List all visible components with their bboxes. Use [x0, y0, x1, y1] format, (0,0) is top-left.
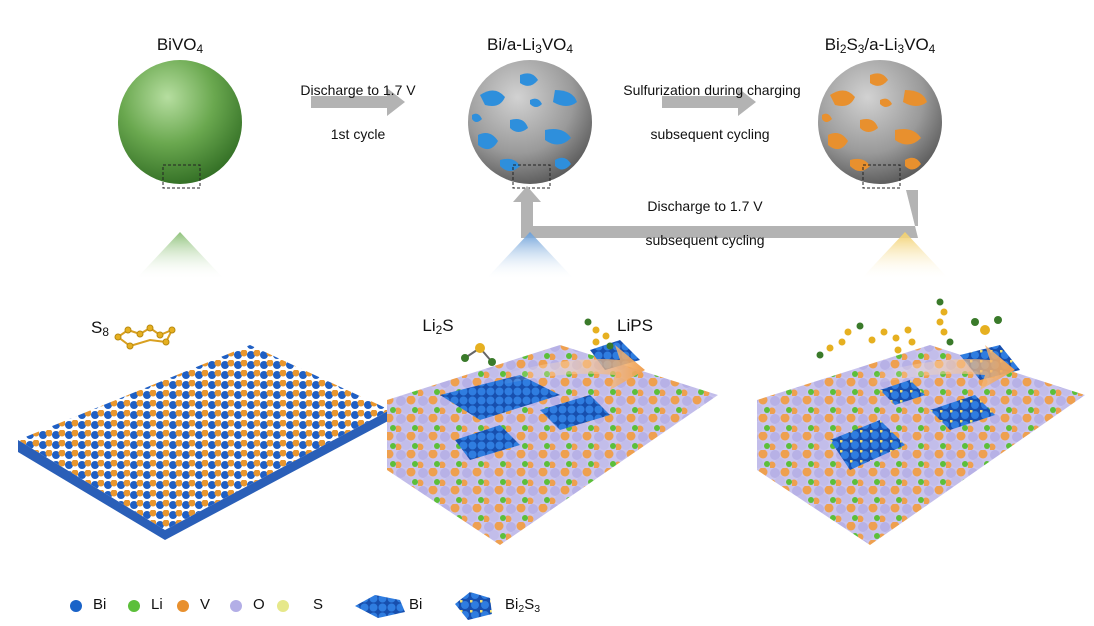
- first-arrow-top-text: Discharge to 1.7 V: [300, 82, 416, 98]
- bivo4-sphere: [118, 60, 242, 189]
- li2s-label: Li2S: [422, 316, 454, 337]
- yellow-projection: [860, 232, 950, 280]
- sulfurization-arrow: [662, 88, 756, 116]
- legend-bi-atom: Bi: [93, 596, 107, 613]
- s8-label: S8: [91, 318, 109, 339]
- bi2s3-li3vo4-label: Bi2S3/a-Li3VO4: [824, 35, 936, 56]
- polysulfide-molecules: [816, 298, 1002, 359]
- green-projection: [135, 232, 225, 280]
- discharge-arrow: [311, 88, 405, 116]
- return-arrow: [513, 186, 918, 238]
- legend-s-atom: S: [313, 596, 324, 613]
- s8-molecule: [114, 324, 176, 350]
- legend-v-atom: V: [200, 596, 211, 613]
- bivo4-label: BiVO4: [156, 35, 204, 56]
- first-arrow-bottom-text: 1st cycle: [330, 126, 386, 142]
- legend-bi2s3-cluster: Bi2S3: [505, 596, 541, 615]
- li2s-molecule: [461, 343, 496, 366]
- bi-li3vo4-sphere: [468, 60, 592, 189]
- lips-label: LiPS: [617, 316, 653, 335]
- bi-li3vo4-slab: [387, 340, 718, 545]
- return-arrow-top-text: Discharge to 1.7 V: [647, 198, 763, 214]
- legend-symbols: [70, 592, 492, 620]
- bivo4-lattice-slab: [18, 345, 390, 540]
- legend-bi-cluster: Bi: [409, 596, 423, 613]
- lips-molecule: [584, 318, 614, 350]
- bi2s3-li3vo4-slab: [757, 345, 1085, 545]
- second-arrow-bottom-text: subsequent cycling: [650, 126, 770, 142]
- legend-li-atom: Li: [151, 596, 163, 613]
- bi-li3vo4-label: Bi/a-Li3VO4: [487, 35, 573, 56]
- legend-o-atom: O: [253, 596, 265, 613]
- blue-projection: [485, 232, 575, 280]
- second-arrow-top-text: Sulfurization during charging: [623, 82, 801, 98]
- return-arrow-bottom-text: subsequent cycling: [645, 232, 765, 248]
- bi2s3-li3vo4-sphere: [818, 60, 942, 189]
